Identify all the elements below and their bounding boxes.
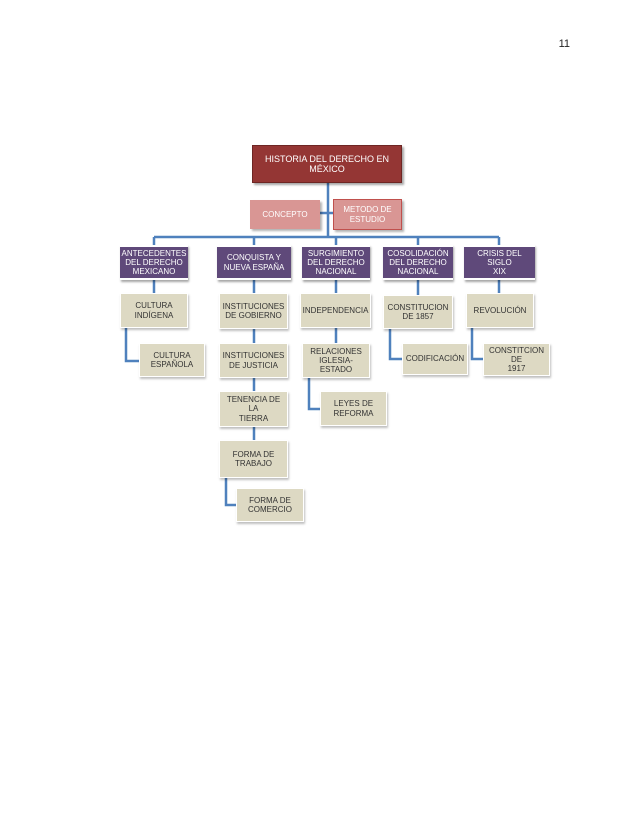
connector-b3-c3 — [307, 378, 320, 411]
connector-b1-c2 — [124, 328, 139, 363]
leaf-leyes-reforma: LEYES DE REFORMA — [320, 391, 387, 426]
connector-b2-c5 — [224, 478, 236, 507]
leaf-tenencia-tierra: TENENCIA DE LA TIERRA — [219, 391, 288, 427]
leaf-cultura-espanola: CULTURA ESPAÑOLA — [139, 343, 205, 377]
connector-b5-c2 — [470, 328, 483, 361]
branch-antecedentes: ANTECEDENTES DEL DERECHO MEXICANO — [120, 245, 188, 280]
leaf-constitucion-1917: CONSTITCION DE 1917 — [483, 343, 550, 376]
leaf-codificacion: CODIFICACIÓN — [402, 343, 468, 375]
leaf-cultura-indigena: CULTURA INDÍGENA — [120, 293, 188, 328]
concept-node: CONCEPTO — [250, 200, 320, 229]
branch-crisis: CRISIS DEL SIGLO XIX — [464, 245, 535, 280]
leaf-independencia: INDEPENDENCIA — [300, 293, 371, 328]
branch-surgimiento: SURGIMIENTO DEL DERECHO NACIONAL — [302, 245, 370, 280]
leaf-relaciones-iglesia-estado: RELACIONES IGLESIA-ESTADO — [302, 343, 370, 378]
leaf-forma-trabajo: FORMA DE TRABAJO — [219, 440, 288, 478]
root-node: HISTORIA DEL DERECHO EN MÉXICO — [252, 145, 402, 183]
leaf-instituciones-justicia: INSTITUCIONES DE JUSTICIA — [219, 343, 288, 378]
method-node: METODO DE ESTUDIO — [333, 199, 402, 230]
branch-consolidacion: COSOLIDACIÓN DEL DERECHO NACIONAL — [383, 245, 453, 280]
branch-conquista: CONQUISTA Y NUEVA ESPAÑA — [217, 245, 291, 280]
connector-b4-c2 — [388, 329, 402, 361]
page-number: 11 — [558, 38, 570, 50]
leaf-revolucion: REVOLUCIÓN — [466, 293, 534, 328]
leaf-constitucion-1857: CONSTITUCION DE 1857 — [383, 295, 453, 329]
leaf-instituciones-gobierno: INSTITUCIONES DE GOBIERNO — [219, 293, 288, 329]
leaf-forma-comercio: FORMA DE COMERCIO — [236, 488, 304, 522]
